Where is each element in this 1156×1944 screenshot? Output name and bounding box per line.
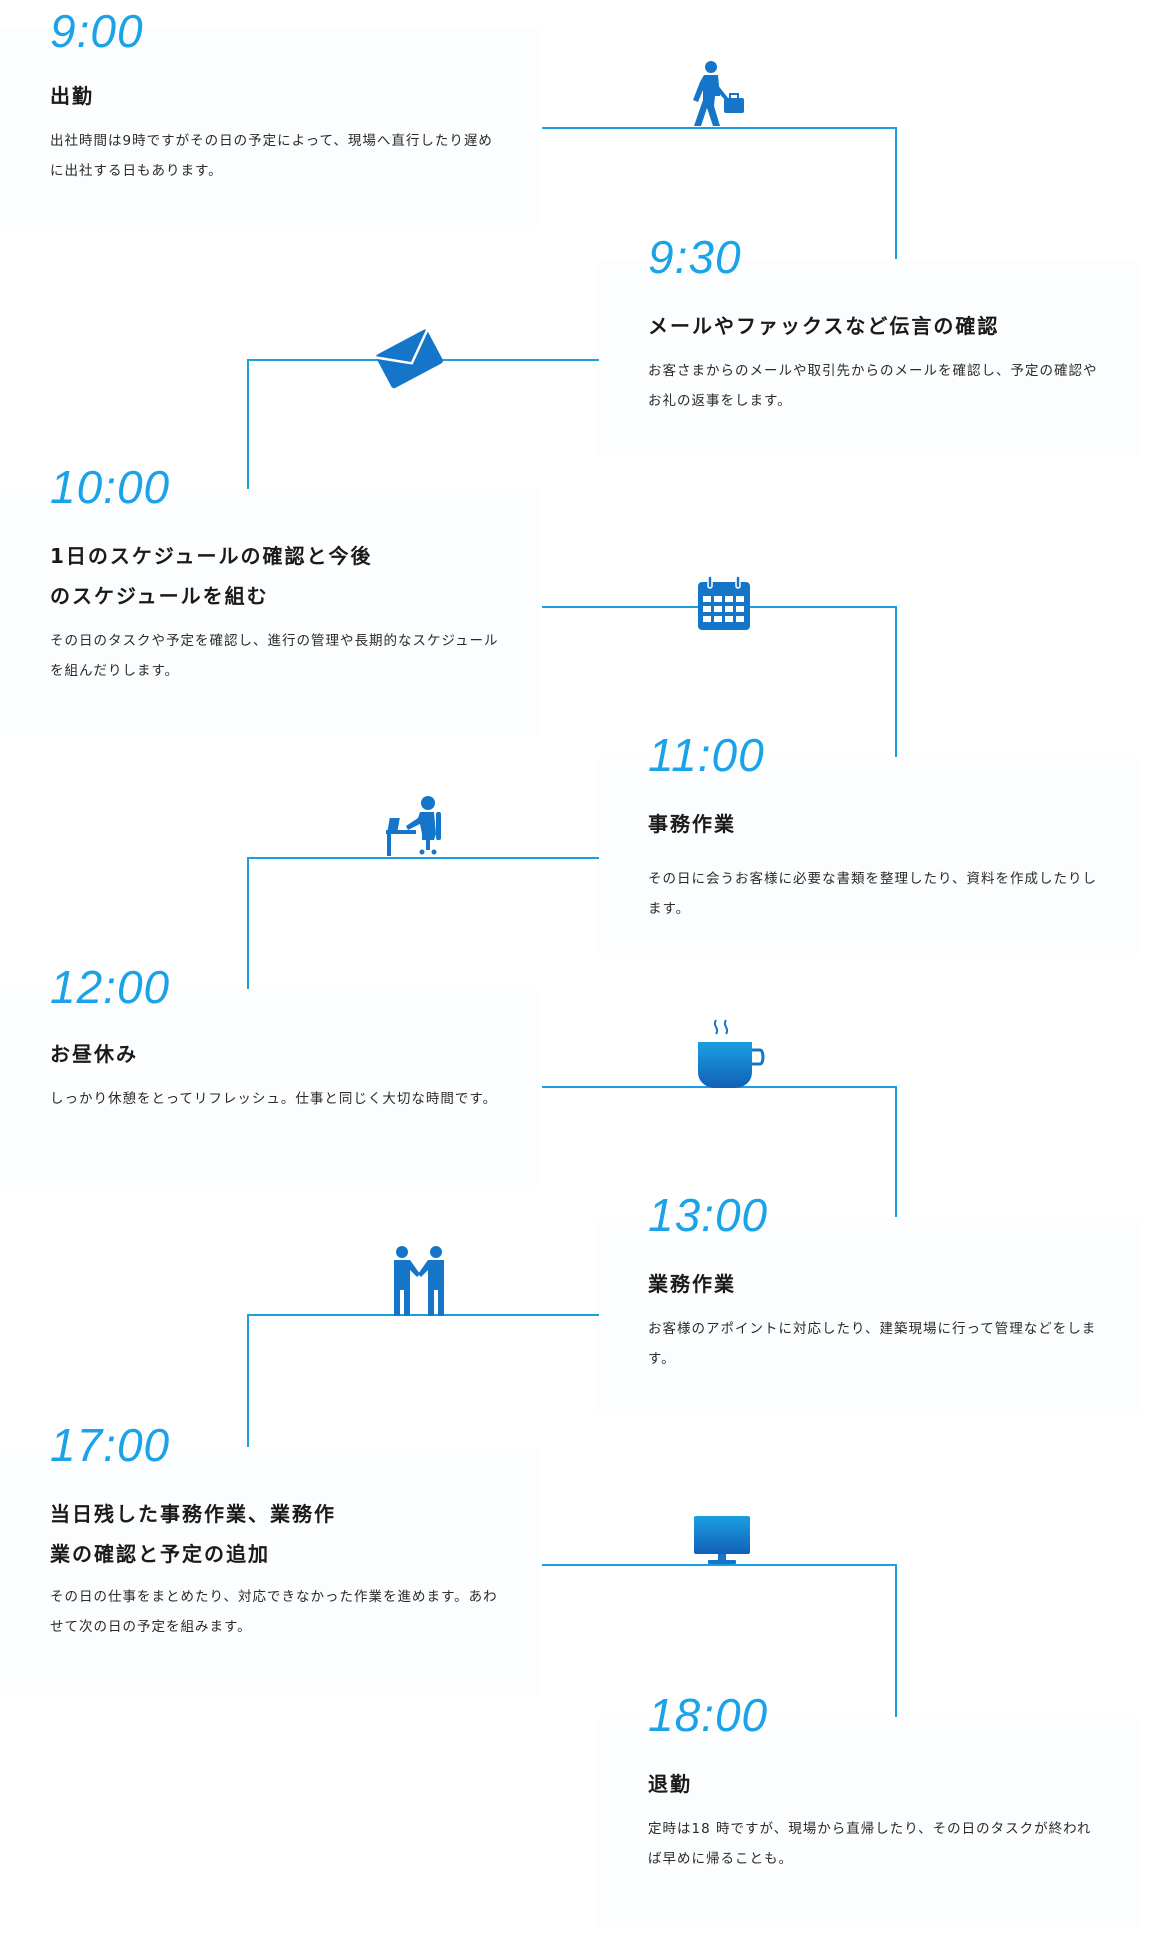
calendar-icon <box>698 576 750 630</box>
coffee-cup-icon <box>698 1019 765 1088</box>
schedule-card-0900: 9:00 出勤 出社時間は9時ですがその日の予定によって、現場へ直行したり遅めに… <box>0 8 540 226</box>
schedule-description: しっかり休憩をとってリフレッシュ。仕事と同じく大切な時間です。 <box>50 1091 498 1107</box>
desk-worker-icon <box>386 796 441 856</box>
schedule-title: 事務作業 <box>648 812 736 836</box>
schedule-title: 退勤 <box>648 1772 692 1796</box>
schedule-description: 出社時間は9時ですがその日の予定によって、現場へ直行したり遅めに出社する日もあり… <box>50 133 493 179</box>
time-label: 9:00 <box>50 5 144 57</box>
connector-line <box>542 127 897 129</box>
connector-line <box>247 1314 599 1316</box>
handshake-icon <box>394 1246 444 1316</box>
time-label: 9:30 <box>648 231 742 283</box>
connector-line <box>247 857 599 859</box>
schedule-description: お客様のアポイントに対応したり、建築現場に行って管理などをします。 <box>648 1321 1097 1367</box>
connector-line <box>247 1314 249 1447</box>
connector-line <box>895 606 897 757</box>
schedule-card-0930: 9:30 メールやファックスなど伝言の確認 お客さまからのメールや取引先からのメ… <box>598 234 1138 456</box>
schedule-description: 定時は18 時ですが、現場から直帰したり、その日のタスクが終われば早めに帰ること… <box>648 1821 1092 1867</box>
schedule-title: 当日残した事務作業、業務作業の確認と予定の追加 <box>50 1502 336 1566</box>
schedule-title: 出勤 <box>50 84 94 108</box>
connector-line <box>895 127 897 259</box>
schedule-title: メールやファックスなど伝言の確認 <box>648 314 1000 338</box>
time-label: 13:00 <box>648 1189 769 1241</box>
schedule-description: その日の仕事をまとめたり、対応できなかった作業を進めます。あわせて次の日の予定を… <box>50 1589 498 1635</box>
schedule-card-1300: 13:00 業務作業 お客様のアポイントに対応したり、建築現場に行って管理などを… <box>598 1192 1138 1414</box>
time-label: 11:00 <box>648 729 765 781</box>
schedule-card-1700: 17:00 当日残した事務作業、業務作業の確認と予定の追加 その日の仕事をまとめ… <box>0 1422 540 1694</box>
time-label: 18:00 <box>648 1689 769 1741</box>
schedule-description: その日に会うお客様に必要な書類を整理したり、資料を作成したりします。 <box>648 871 1097 917</box>
connector-line <box>247 857 249 989</box>
time-label: 12:00 <box>50 961 171 1013</box>
monitor-icon <box>694 1516 750 1564</box>
schedule-description: その日のタスクや予定を確認し、進行の管理や長期的なスケジュールを組んだりします。 <box>50 633 499 679</box>
schedule-description: お客さまからのメールや取引先からのメールを確認し、予定の確認やお礼の返事をします… <box>648 363 1098 409</box>
time-label: 17:00 <box>50 1419 171 1471</box>
schedule-card-1800: 18:00 退勤 定時は18 時ですが、現場から直帰したり、その日のタスクが終わ… <box>598 1692 1138 1928</box>
schedule-card-1000: 10:00 1日のスケジュールの確認と今後のスケジュールを組む その日のタスクや… <box>0 464 540 736</box>
walking-businessman-icon <box>693 61 744 126</box>
connector-line <box>542 1564 897 1566</box>
time-label: 10:00 <box>50 461 171 513</box>
connector-line <box>247 359 249 489</box>
connector-line <box>895 1086 897 1217</box>
schedule-title: 業務作業 <box>648 1272 736 1296</box>
connector-line <box>895 1564 897 1717</box>
schedule-card-1200: 12:00 お昼休み しっかり休憩をとってリフレッシュ。仕事と同じく大切な時間で… <box>0 964 540 1186</box>
schedule-title: お昼休み <box>50 1042 138 1066</box>
schedule-card-1100: 11:00 事務作業 その日に会うお客様に必要な書類を整理したり、資料を作成した… <box>598 732 1138 954</box>
envelope-icon <box>375 329 443 389</box>
schedule-title: 1日のスケジュールの確認と今後のスケジュールを組む <box>50 544 373 608</box>
